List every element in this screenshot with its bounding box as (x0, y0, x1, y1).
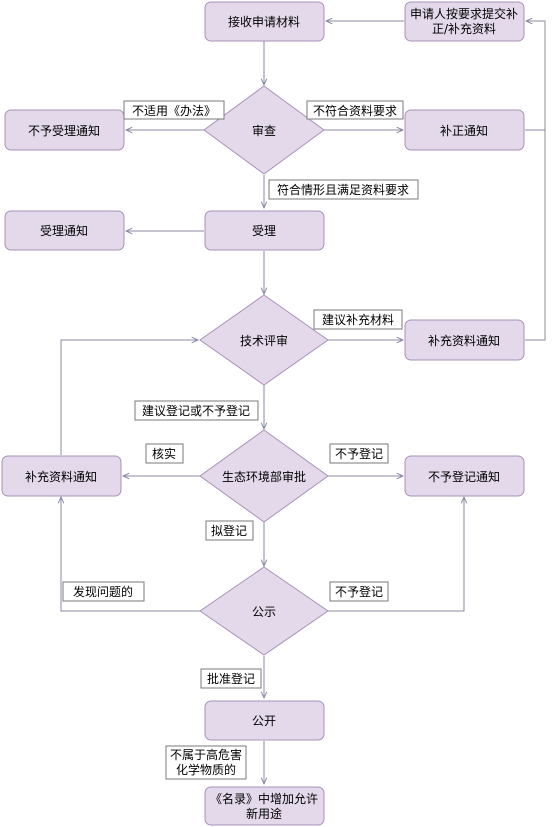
edge-publicity-noreg (328, 497, 464, 612)
node-tech-review: 技术评审 (199, 294, 329, 386)
edge-label-no-register-2: 不予登记 (329, 581, 389, 602)
edge-label-approve-register: 批准登记 (200, 668, 262, 689)
node-accept-label: 受理 (252, 224, 276, 238)
node-resubmit: 申请人按要求提交补 正/补充资料 (404, 1, 525, 42)
edge-label-meets: 符合情形且满足资料要求 (268, 179, 419, 200)
edge-label-not-hazardous-text-2: 化学物质的 (176, 762, 236, 777)
edge-label-approve-register-text: 批准登记 (207, 671, 255, 686)
node-review-label: 审查 (252, 123, 276, 138)
edge-supplement-loop (525, 130, 546, 341)
edge-label-not-applicable: 不适用《办法》 (123, 100, 225, 120)
edge-label-found-issue: 发现问题的 (62, 581, 145, 602)
node-publish: 公开 (204, 700, 325, 741)
node-final-label-2: 新用途 (246, 806, 282, 821)
edge-label-not-hazardous: 不属于高危害 化学物质的 (165, 745, 247, 780)
connectors (60, 21, 546, 784)
node-review: 审查 (203, 85, 325, 175)
node-accept-notice: 受理通知 (4, 210, 125, 251)
edge-label-propose-register-text: 拟登记 (211, 523, 247, 538)
node-accept-notice-label: 受理通知 (40, 224, 88, 238)
edge-label-no-register-2-text: 不予登记 (335, 584, 383, 599)
node-supplement-right: 补充资料通知 (404, 319, 525, 361)
edge-publicity-supplement (61, 497, 200, 612)
edge-label-suggest-supplement-text: 建议补充材料 (322, 312, 394, 327)
node-no-register-notice-label: 不予登记通知 (428, 469, 500, 484)
node-resubmit-label-1: 申请人按要求提交补 (410, 6, 518, 21)
edge-supplement-tech (60, 340, 198, 455)
edge-label-not-meet: 不符合资料要求 (306, 100, 404, 120)
node-reject-notice-label: 不予受理通知 (28, 124, 100, 138)
node-env-approval: 生态环境部审批 (199, 429, 329, 523)
node-correction-notice: 补正通知 (404, 109, 525, 151)
edge-label-verify-text: 核实 (152, 446, 176, 461)
edge-label-found-issue-text: 发现问题的 (73, 584, 133, 599)
node-final-label-1: 《名录》中增加允许 (210, 791, 318, 806)
edge-label-verify: 核实 (145, 443, 184, 464)
node-tech-review-label: 技术评审 (240, 333, 288, 348)
node-publish-label: 公开 (252, 714, 276, 728)
node-publicity-label: 公示 (252, 605, 276, 619)
edge-label-suggest-register: 建议登记或不予登记 (134, 400, 259, 421)
edge-label-not-meet-text: 不符合资料要求 (313, 103, 397, 118)
node-receive: 接收申请材料 (204, 1, 325, 42)
node-no-register-notice: 不予登记通知 (404, 455, 525, 497)
node-resubmit-label-2: 正/补充资料 (432, 21, 496, 36)
node-receive-label: 接收申请材料 (228, 14, 300, 29)
node-supplement-left: 补充资料通知 (1, 455, 122, 497)
node-supplement-left-label: 补充资料通知 (25, 469, 97, 484)
node-env-approval-label: 生态环境部审批 (222, 469, 306, 484)
edge-label-propose-register: 拟登记 (205, 520, 254, 541)
edge-label-suggest-supplement: 建议补充材料 (313, 309, 403, 330)
node-supplement-right-label: 补充资料通知 (428, 333, 500, 348)
node-publicity: 公示 (199, 566, 329, 656)
node-final: 《名录》中增加允许 新用途 (204, 786, 325, 826)
edge-label-not-hazardous-text-1: 不属于高危害 (170, 747, 242, 762)
edge-label-suggest-register-text: 建议登记或不予登记 (142, 403, 250, 418)
edge-label-meets-text: 符合情形且满足资料要求 (277, 182, 409, 197)
edge-label-no-register-1-text: 不予登记 (335, 446, 383, 461)
edge-label-no-register-1: 不予登记 (329, 443, 389, 464)
edge-correction-resubmit (525, 21, 546, 131)
node-accept: 受理 (204, 210, 325, 251)
node-correction-notice-label: 补正通知 (440, 124, 488, 138)
edge-label-not-applicable-text: 不适用《办法》 (132, 103, 216, 118)
node-reject-notice: 不予受理通知 (4, 109, 125, 151)
